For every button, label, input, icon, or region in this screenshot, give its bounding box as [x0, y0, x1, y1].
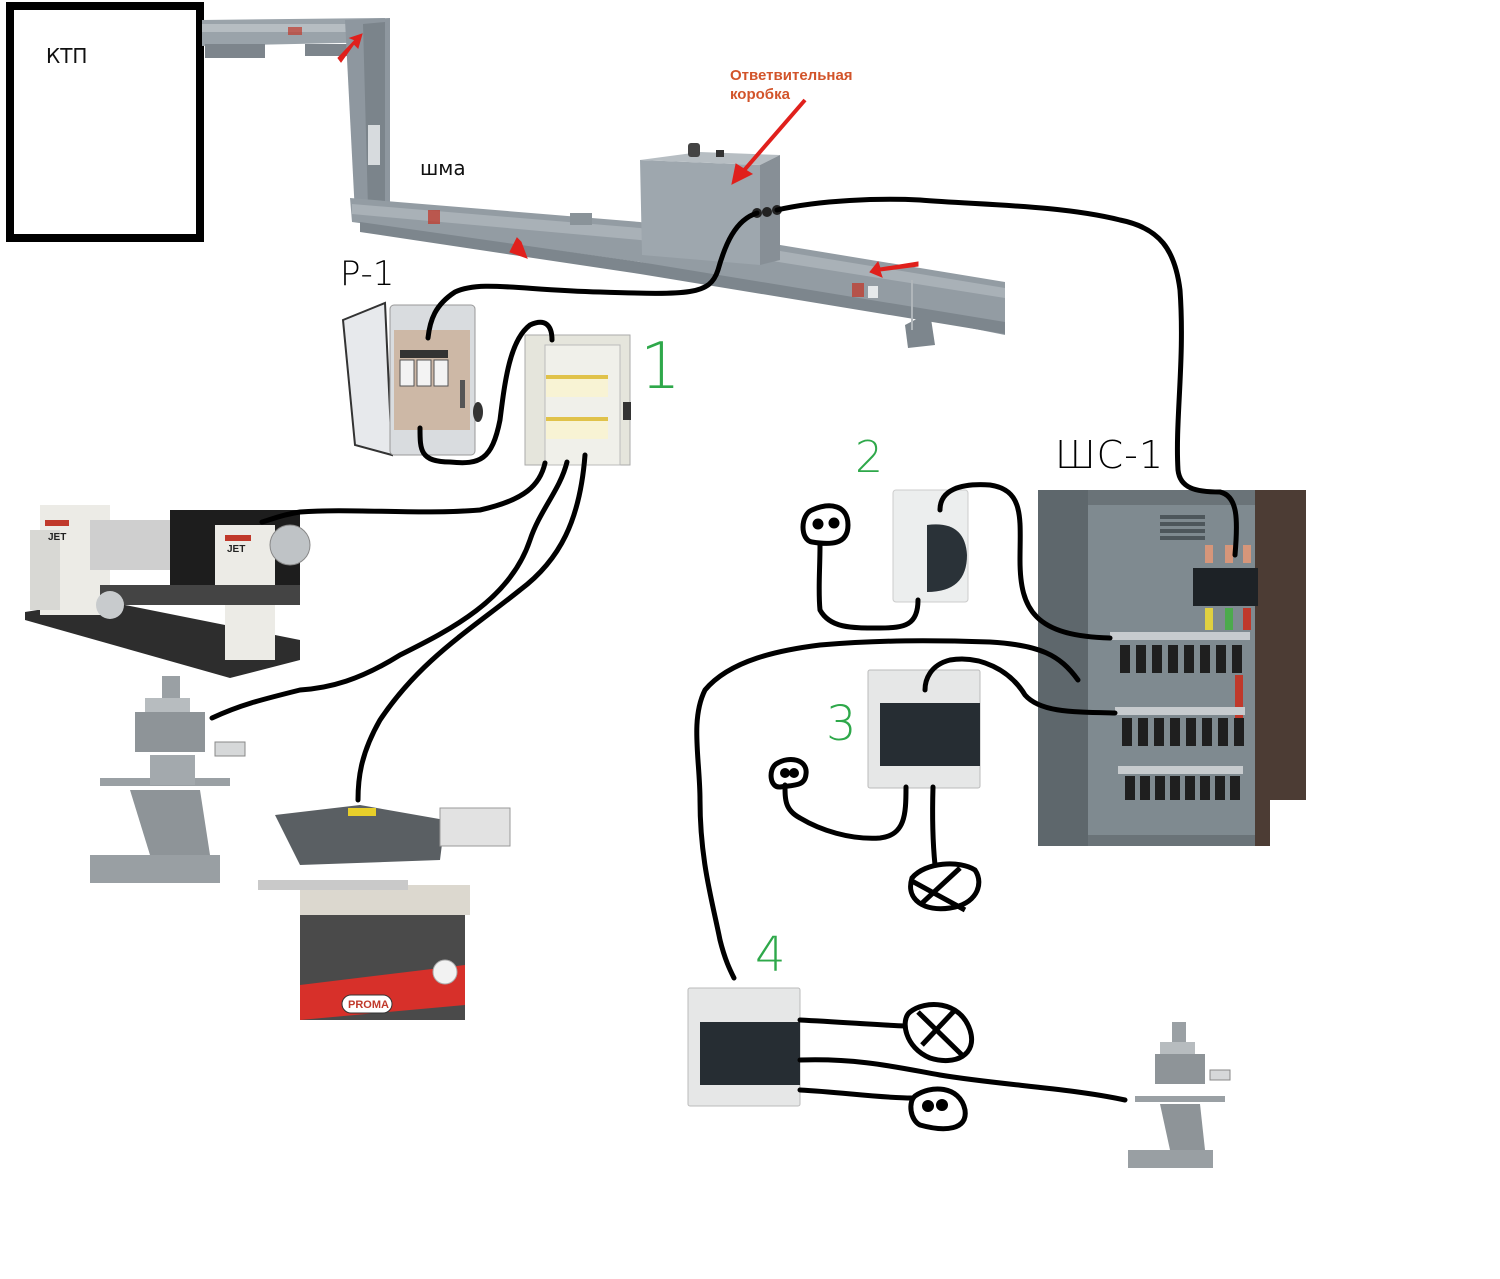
ktp-label: КТП: [46, 44, 88, 68]
lamp-icon: [902, 1002, 975, 1064]
wires: [209, 196, 1239, 1103]
callout-arrow: [738, 98, 807, 177]
arrow-icon: [509, 237, 528, 259]
lathe: JET JET: [25, 505, 311, 678]
bandsaw: PROMA: [258, 805, 511, 1020]
panel-1-number: 1: [640, 330, 681, 404]
arrow-icon: [869, 260, 919, 278]
panel-4-number: 4: [755, 927, 786, 983]
tap-box-callout: Ответвительная коробка: [730, 66, 853, 104]
wire-panel3-lamp: [930, 784, 938, 868]
lathe-brand-label: JET: [48, 532, 66, 543]
switch-p1-label: Р-1: [340, 254, 395, 294]
switch-p1: [341, 301, 483, 457]
cabinet-she1: [1038, 490, 1306, 846]
panel-3-number: 3: [826, 696, 857, 752]
milling-machine-right: [1128, 1022, 1231, 1168]
wire-she1-to-panel4: [694, 638, 1081, 981]
panel-3: [867, 669, 981, 789]
wire-panel2-to-she1: [937, 482, 1113, 641]
wire-panel4-socket: [797, 1087, 915, 1101]
busway-label: шма: [420, 156, 466, 180]
cabinet-she1-label: ШС-1: [1055, 433, 1165, 477]
socket-icon: [768, 757, 809, 790]
tap-off-box: [640, 143, 782, 265]
bandsaw-brand-label: PROMA: [348, 999, 389, 1011]
wire-panel1-to-bandsaw: [355, 452, 588, 803]
lamp-icons: [902, 861, 982, 1064]
wire-p1-to-panel1: [417, 319, 555, 466]
wire-panel1-to-lathe: [259, 460, 548, 525]
wire-tapbox-to-p1: [425, 210, 760, 341]
wire-she1-to-panel3: [922, 656, 1118, 716]
wire-tapbox-to-she1: [774, 196, 1239, 558]
lathe-brand-label-2: JET: [227, 544, 245, 555]
socket-icon: [800, 503, 851, 546]
arrow-icon: [337, 33, 363, 63]
milling-machine-left: [90, 676, 246, 883]
wire-panel4-mill: [797, 1057, 1128, 1103]
tap-box-callout-line2: коробка: [730, 86, 790, 103]
flow-arrows: [337, 33, 919, 278]
tap-box-callout-line1: Ответвительная: [730, 67, 853, 84]
lamp-icon: [908, 861, 982, 913]
panel-1: [524, 334, 631, 466]
wire-panel3-socket: [782, 782, 909, 841]
socket-icon: [908, 1086, 968, 1132]
socket-icons: [768, 503, 968, 1132]
wire-panel1-to-mill: [209, 459, 570, 721]
wire-panel4-lamp: [797, 1017, 908, 1029]
wire-panel2-socket: [816, 542, 921, 631]
ktp-box: [6, 2, 204, 242]
panel-2-number: 2: [855, 432, 883, 483]
busway: [202, 18, 1005, 348]
panel-2: [892, 489, 969, 603]
panel-4: [687, 987, 801, 1107]
